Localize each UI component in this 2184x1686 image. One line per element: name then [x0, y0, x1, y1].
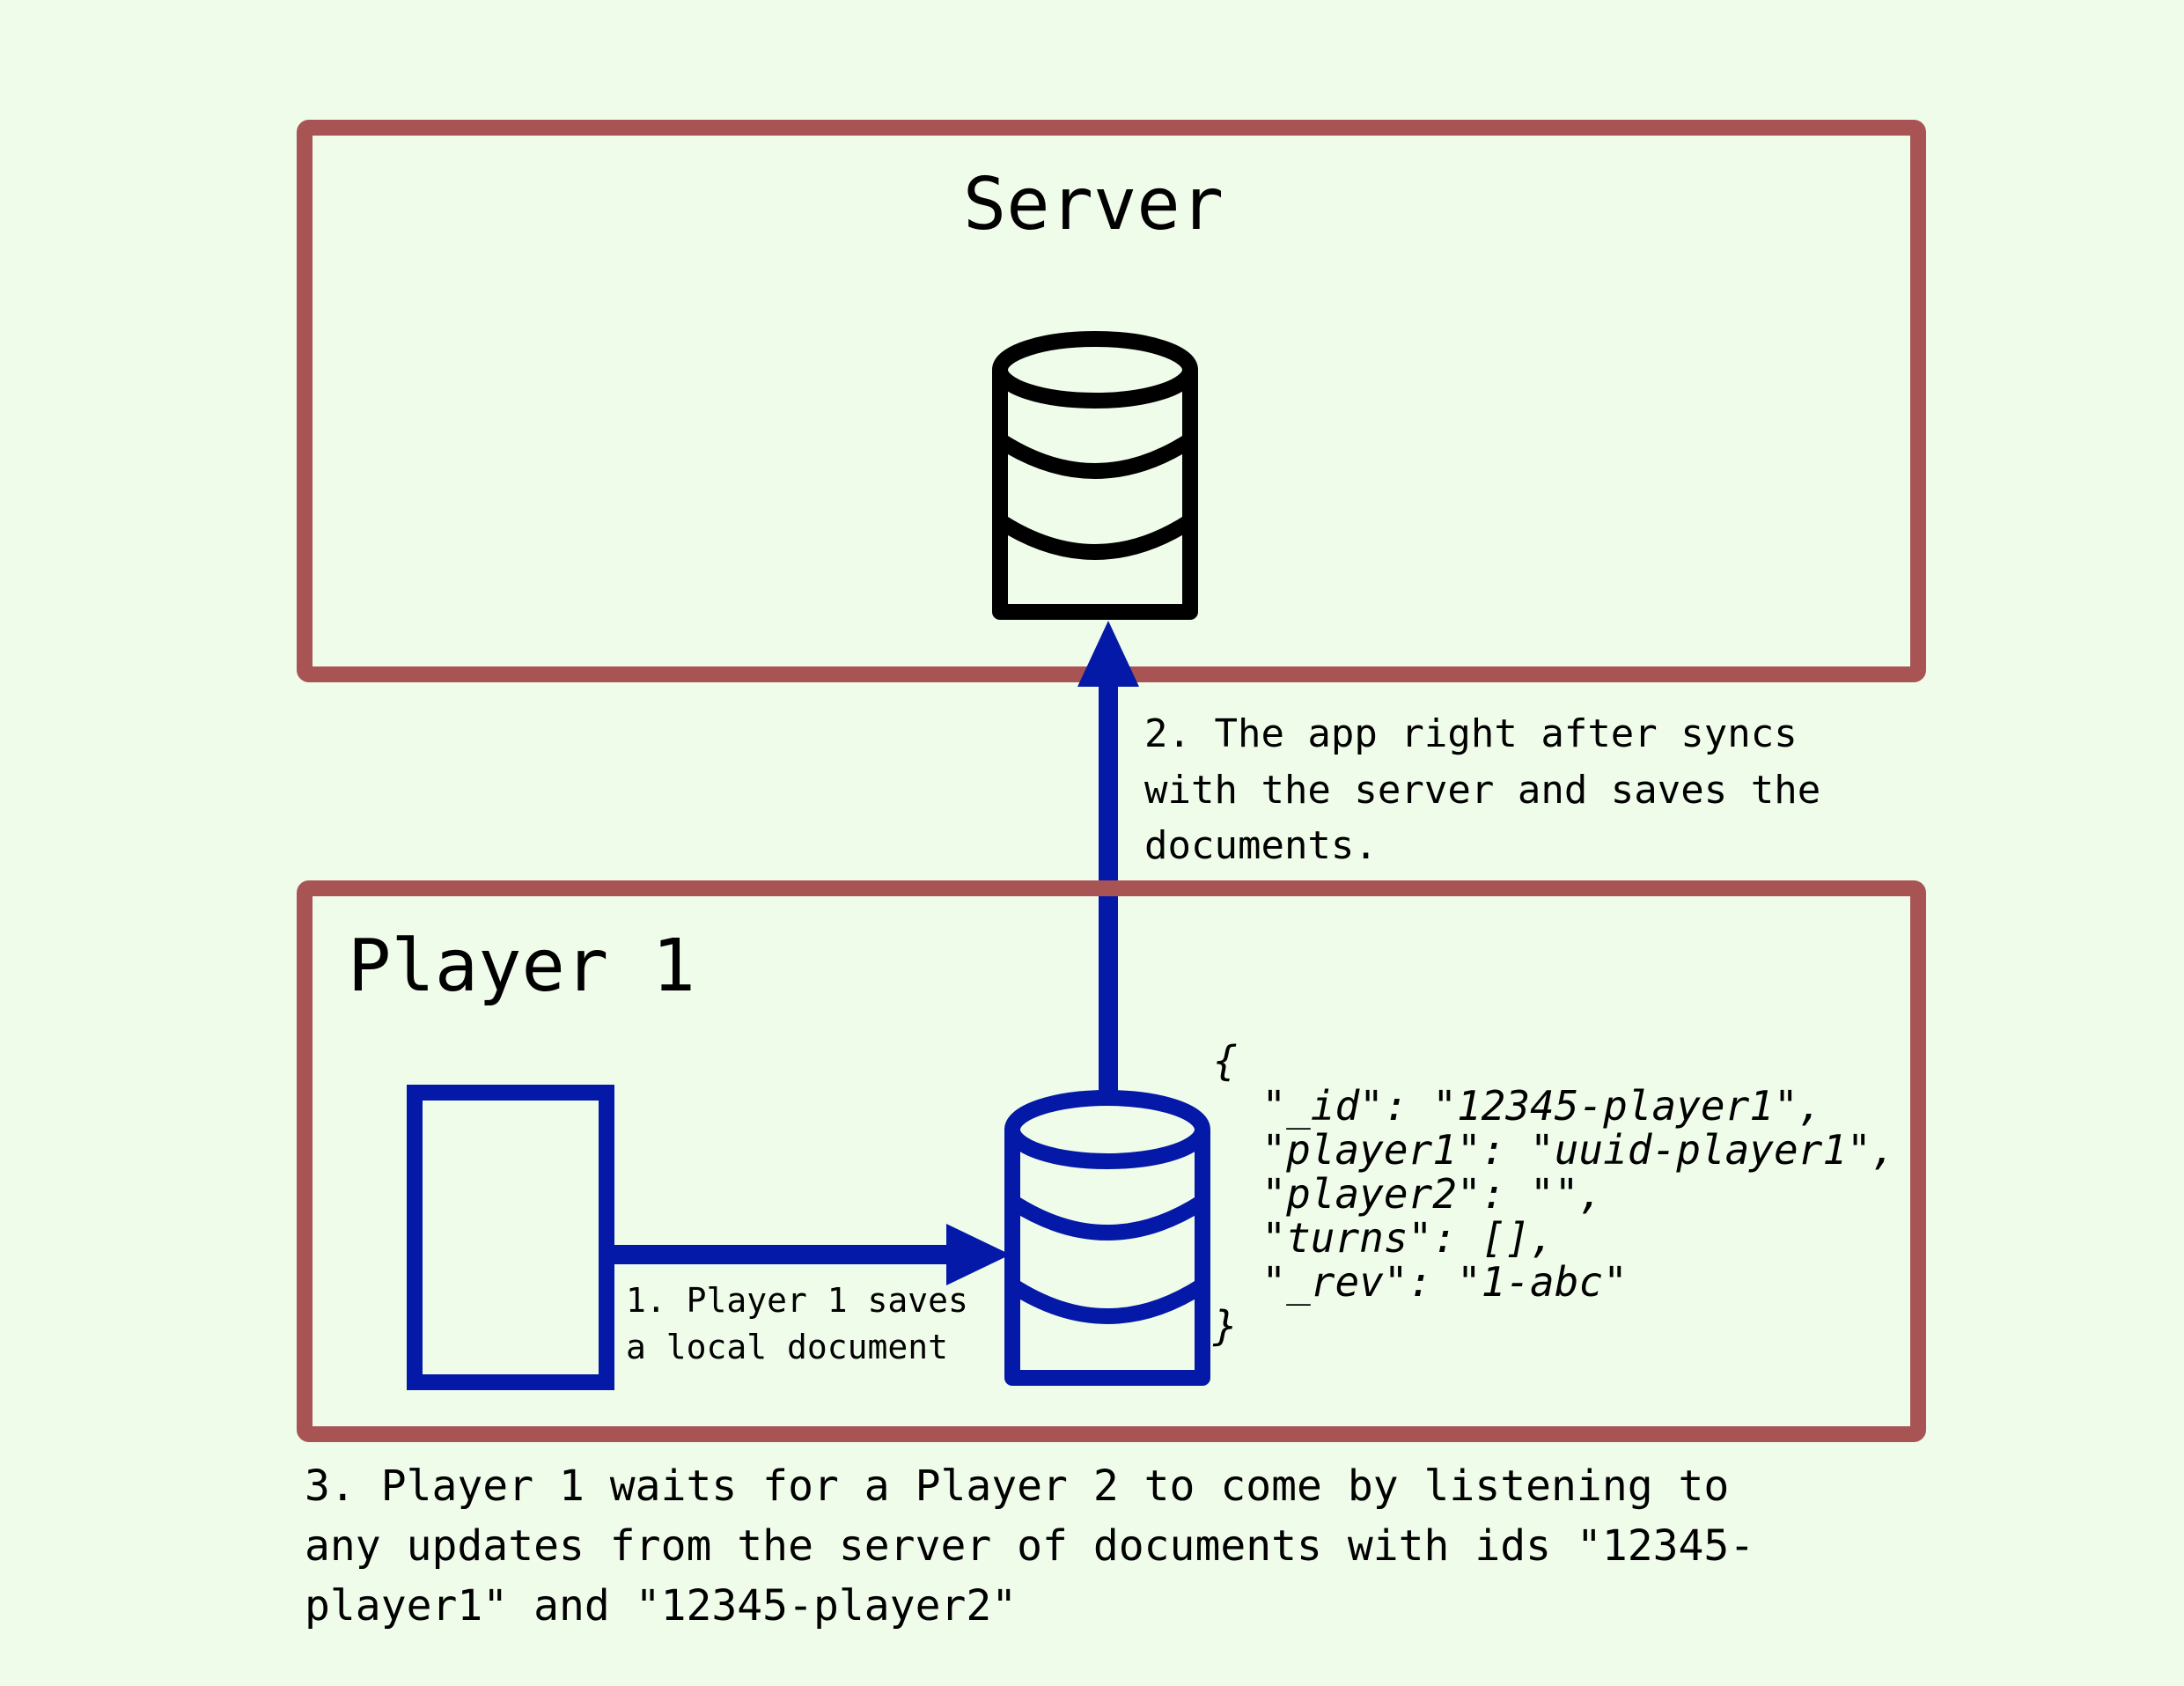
document-json: { "_id": "12345-player1", "player1": "uu… — [1212, 1037, 1920, 1350]
player-app-rectangle-icon — [407, 1085, 614, 1390]
server-title: Server — [963, 163, 1224, 247]
step3-label: 3. Player 1 waits for a Player 2 to come… — [305, 1461, 1780, 1631]
step1-label: 1. Player 1 saves a local document — [626, 1281, 989, 1366]
player-database-icon — [1004, 1090, 1210, 1386]
save-arrow — [607, 1224, 1011, 1285]
player-title: Player 1 — [348, 924, 695, 1008]
server-database-icon — [992, 331, 1198, 620]
step2-label: 2. The app right after syncs with the se… — [1144, 711, 1844, 868]
player-box: Player 1 — [297, 880, 1926, 1442]
